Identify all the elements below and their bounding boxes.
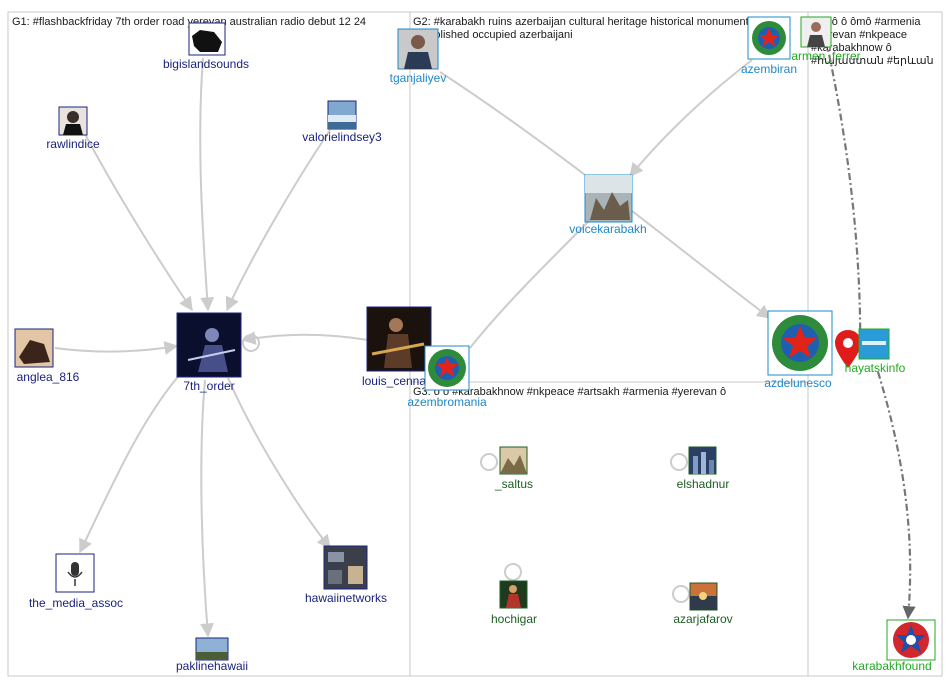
node-label-louis_cenna: louis_cenna bbox=[362, 374, 426, 388]
edge-voicekarabakh-azembromania bbox=[469, 221, 589, 349]
edge-azembiran-voicekarabakh bbox=[629, 59, 753, 178]
node-label-anglea_816: anglea_816 bbox=[17, 370, 80, 384]
group-label-g1: G1: #flashbackfriday 7th order road yere… bbox=[12, 16, 366, 28]
self-loop-elshadnur bbox=[670, 453, 688, 471]
node-label-karabakhfound: karabakhfound bbox=[852, 659, 931, 673]
edge-valorielindsey3-7th_order bbox=[225, 129, 331, 312]
group-labels: G1: #flashbackfriday 7th order road yere… bbox=[12, 16, 934, 398]
node-label-armen_ferrer: armen_ferrer bbox=[791, 49, 860, 63]
node-hayatskinfo[interactable]: hayatskinfo bbox=[835, 328, 906, 375]
self-loop-7th_order bbox=[242, 334, 260, 352]
group-label-g3: G3: ô ô #karabakhnow #nkpeace #artsakh #… bbox=[413, 386, 726, 398]
edge-anglea_816-7th_order bbox=[54, 341, 179, 355]
node-elshadnur[interactable]: elshadnur bbox=[677, 446, 730, 491]
nodes: 7th_order bigislandsounds rawlindice val… bbox=[14, 16, 936, 673]
edge-hayatskinfo-karabakhfound bbox=[876, 371, 916, 620]
edge-armen_ferrer-hayatskinfo bbox=[824, 39, 862, 361]
group-label-g2: G2: #karabakh ruins azerbaijan cultural … bbox=[413, 16, 755, 28]
node-azembiran[interactable]: azembiran bbox=[741, 16, 797, 76]
edge-rawlindice-7th_order bbox=[84, 133, 193, 312]
node-anglea_816[interactable]: anglea_816 bbox=[14, 328, 80, 384]
node-rawlindice[interactable]: rawlindice bbox=[46, 106, 100, 151]
node-label-azdelunesco: azdelunesco bbox=[764, 376, 832, 390]
node-azarjafarov[interactable]: azarjafarov bbox=[673, 582, 733, 626]
node-label-valorielindsey3: valorielindsey3 bbox=[302, 130, 382, 144]
self-loop-azarjafarov bbox=[672, 585, 690, 603]
node-hochigar[interactable]: hochigar bbox=[491, 580, 537, 626]
node-valorielindsey3[interactable]: valorielindsey3 bbox=[302, 100, 382, 144]
self-loop-hochigar bbox=[504, 563, 522, 581]
node-label-7th_order: 7th_order bbox=[183, 379, 234, 393]
node-label-_saltus: _saltus bbox=[494, 477, 533, 491]
node-label-elshadnur: elshadnur bbox=[677, 477, 730, 491]
node-paklinehawaii[interactable]: paklinehawaii bbox=[176, 637, 248, 673]
group-panel-g3 bbox=[409, 381, 809, 677]
edge-bigislandsounds-7th_order bbox=[199, 57, 215, 312]
node-_saltus[interactable]: _saltus bbox=[494, 446, 533, 491]
edge-7th_order-paklinehawaii bbox=[200, 379, 214, 638]
node-label-rawlindice: rawlindice bbox=[46, 137, 100, 151]
node-7th_order[interactable]: 7th_order bbox=[176, 312, 242, 393]
edge-7th_order-hawaiinetworks bbox=[227, 377, 331, 550]
edges bbox=[54, 39, 916, 638]
node-azdelunesco[interactable]: azdelunesco bbox=[764, 310, 833, 390]
group-label-g4: G4: ô ô ômô #armenia bbox=[811, 16, 921, 28]
node-tganjaliyev[interactable]: tganjaliyev bbox=[390, 28, 447, 85]
edge-louis_cenna-7th_order bbox=[241, 331, 369, 345]
edge-7th_order-the_media_assoc bbox=[79, 371, 183, 554]
node-louis_cenna[interactable]: louis_cenna bbox=[362, 306, 432, 388]
node-karabakhfound[interactable]: karabakhfound bbox=[852, 619, 936, 673]
node-hawaiinetworks[interactable]: hawaiinetworks bbox=[305, 545, 387, 605]
node-label-tganjaliyev: tganjaliyev bbox=[390, 71, 447, 85]
node-label-voicekarabakh: voicekarabakh bbox=[569, 222, 646, 236]
self-loop-_saltus bbox=[480, 453, 498, 471]
node-azembromania[interactable]: azembromania bbox=[407, 345, 487, 409]
map-pin-icon bbox=[835, 330, 861, 368]
node-label-paklinehawaii: paklinehawaii bbox=[176, 659, 248, 673]
node-the_media_assoc[interactable]: the_media_assoc bbox=[29, 553, 123, 610]
node-label-azembiran: azembiran bbox=[741, 62, 797, 76]
group-label-g4-line2: #yerevan #nkpeace bbox=[811, 29, 907, 41]
group-label-g2-line2: demolished occupied azerbaijani bbox=[413, 29, 573, 41]
node-label-hayatskinfo: hayatskinfo bbox=[845, 361, 906, 375]
node-label-bigislandsounds: bigislandsounds bbox=[163, 57, 249, 71]
node-label-hawaiinetworks: hawaiinetworks bbox=[305, 591, 387, 605]
node-label-the_media_assoc: the_media_assoc bbox=[29, 596, 123, 610]
group-label-g4-line4: #հայաստան #երևան bbox=[811, 55, 934, 67]
node-armen_ferrer[interactable]: armen_ferrer bbox=[791, 16, 861, 63]
node-label-azarjafarov: azarjafarov bbox=[673, 612, 732, 626]
node-label-hochigar: hochigar bbox=[491, 612, 537, 626]
node-bigislandsounds[interactable]: bigislandsounds bbox=[163, 22, 249, 71]
node-label-azembromania: azembromania bbox=[407, 395, 487, 409]
node-voicekarabakh[interactable]: voicekarabakh bbox=[569, 174, 647, 236]
